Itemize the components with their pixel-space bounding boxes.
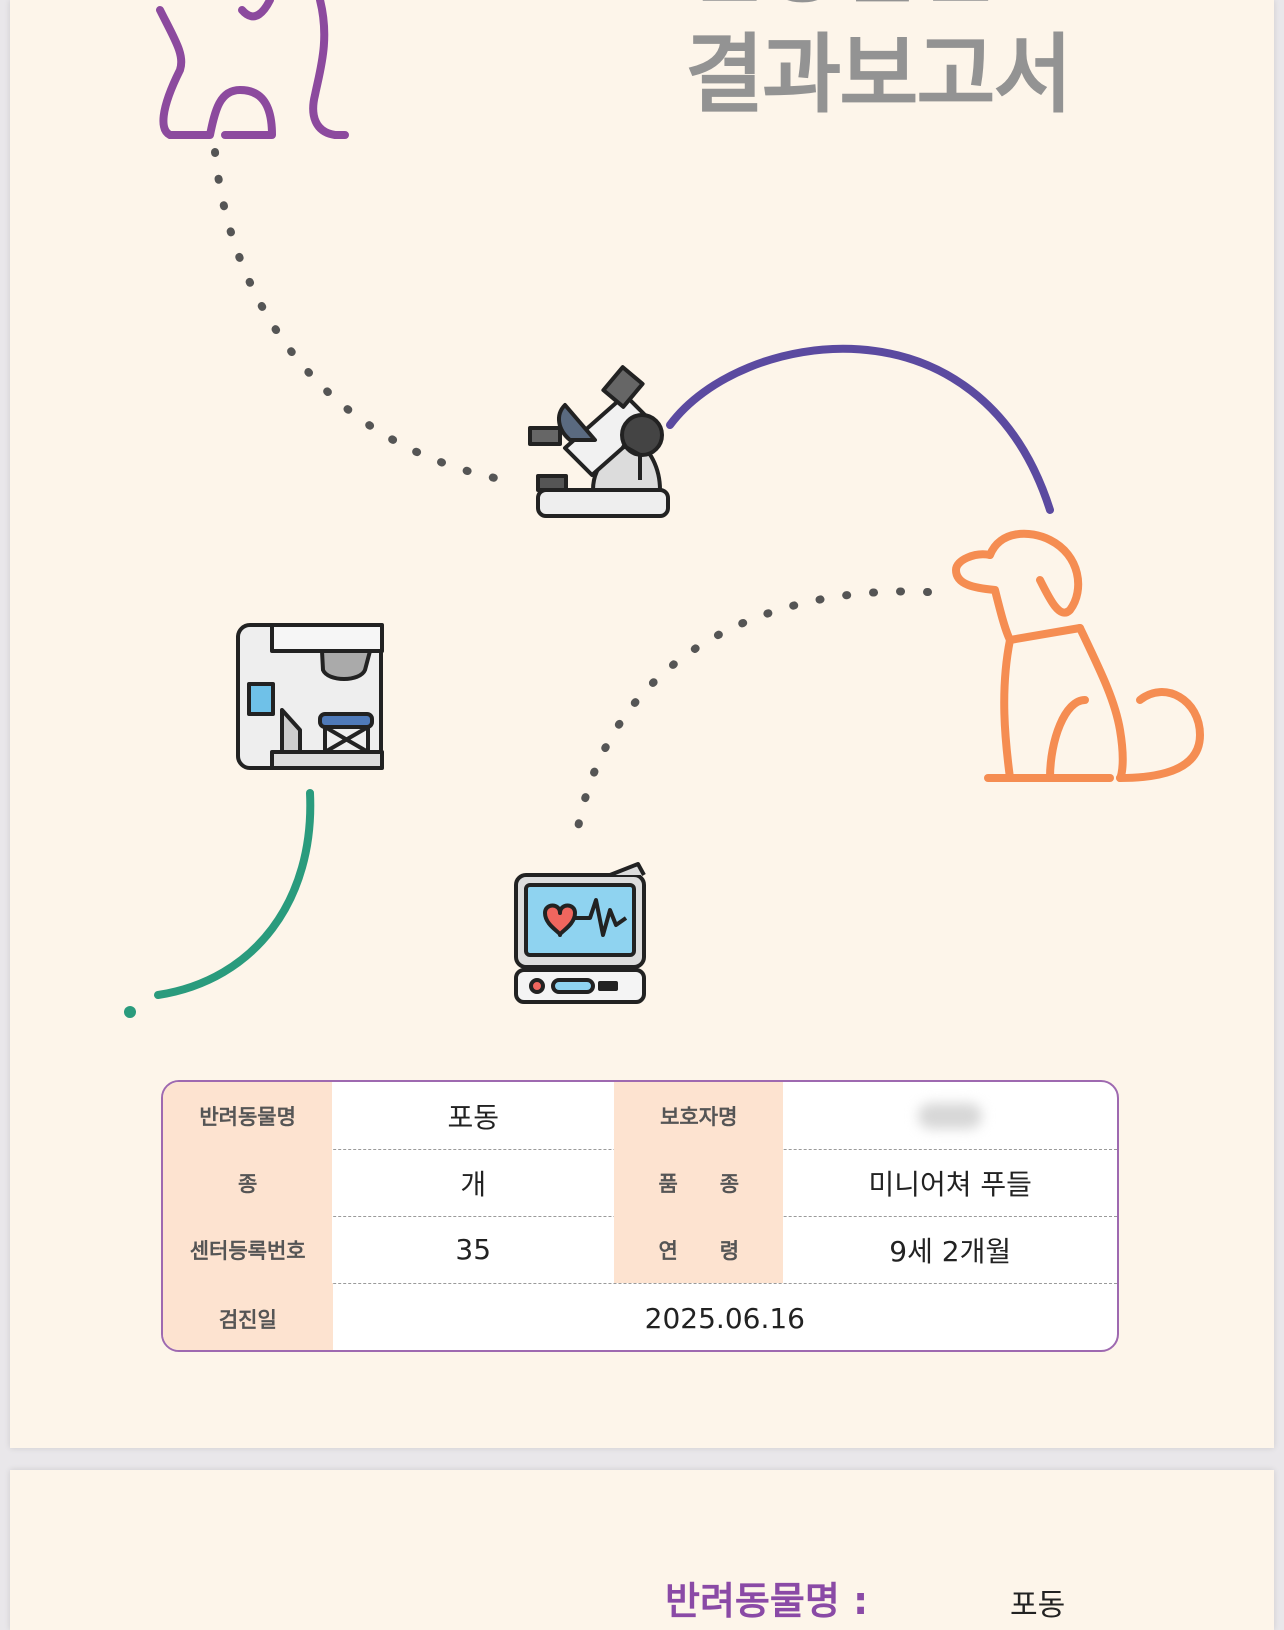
table-row: 검진일 2025.06.16 [163,1283,1117,1350]
pet-name-value: 포동 [447,1100,499,1134]
species-value: 개 [460,1167,487,1201]
green-arc-endpoint [124,1006,136,1018]
breed-label: 품 종 [614,1149,784,1216]
exam-date-label: 검진일 [163,1283,333,1350]
table-row: 센터등록번호 35 연 령 9세 2개월 [163,1216,1117,1284]
green-arc-connector [154,789,315,999]
age-value: 9세 2개월 [889,1234,1012,1268]
table-row: 반려동물명 포동 보호자명 [163,1082,1117,1150]
dotted-connector-2 [571,587,932,849]
dog-outline-icon [952,529,1204,782]
reg-no-value: 35 [455,1233,492,1266]
heart-monitor-icon [514,862,646,1004]
guardian-redacted [918,1102,983,1129]
page2-pet-name-label: 반려동물명 : [665,1579,869,1623]
table-row: 종 개 품 종 미니어쳐 푸들 [163,1149,1117,1217]
guardian-label: 보호자명 [614,1082,784,1149]
purple-arc-connector [666,344,1054,514]
microscope-icon [528,365,670,518]
page2-pet-name-value: 포동 [1010,1588,1066,1623]
report-title-line2: 결과보고서 [685,25,1073,125]
decorative-illustration [124,0,1204,1018]
xray-machine-icon [236,623,384,770]
breed-value: 미니어쳐 푸들 [868,1167,1032,1201]
age-label: 연 령 [614,1216,784,1283]
cat-outline-icon [156,0,349,139]
guardian-value [783,1082,1117,1149]
report-page-2: 반려동물명 : 포동 [10,1470,1274,1630]
pet-info-table: 반려동물명 포동 보호자명 종 개 품 종 미니어쳐 푸들 센터등록번호 35 … [161,1080,1119,1352]
report-title-line1: 건강검진 [685,0,995,8]
pet-name-label: 반려동물명 [163,1082,333,1149]
dotted-connector-1 [211,148,499,482]
species-label: 종 [163,1149,333,1216]
report-page-1: 건강검진 결과보고서 [10,0,1274,1448]
reg-no-label: 센터등록번호 [163,1216,333,1283]
exam-date-value: 2025.06.16 [644,1302,805,1335]
